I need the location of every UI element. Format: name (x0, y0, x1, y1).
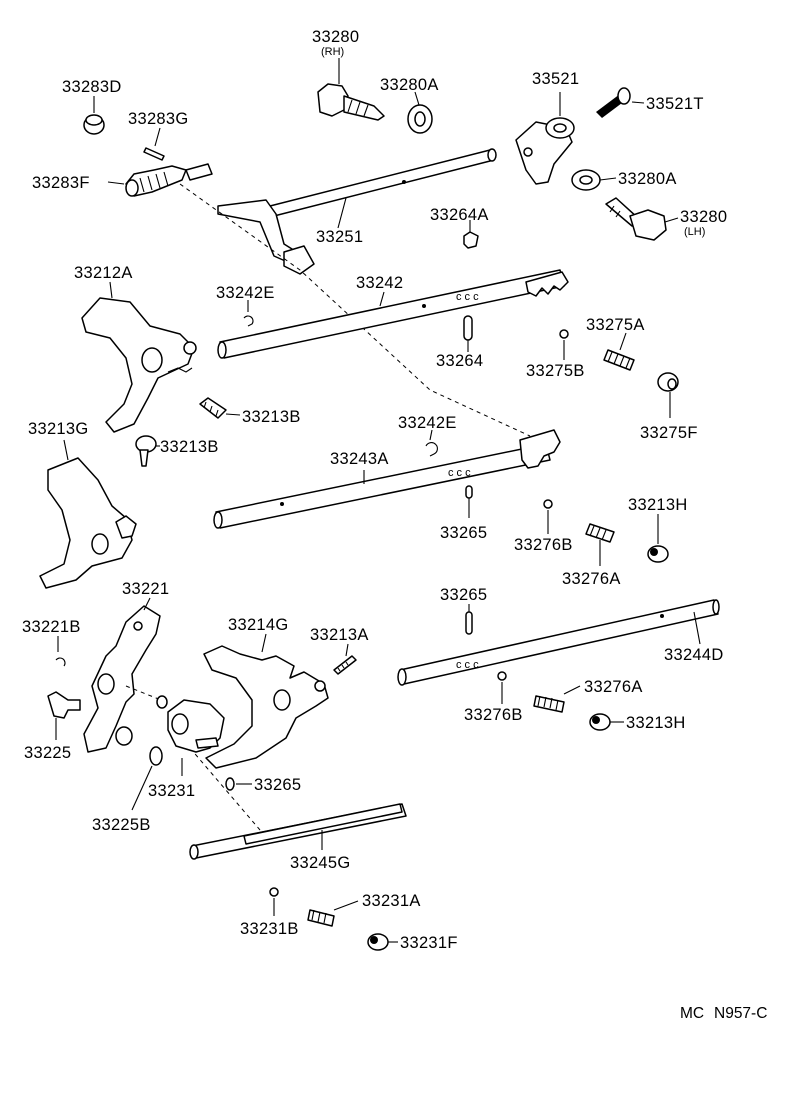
selector-33521 (515, 117, 575, 185)
svg-text:c c c: c c c (448, 467, 471, 479)
pin-33265-c (225, 777, 235, 791)
footer-code-left: MC (680, 1005, 704, 1022)
svg-text:c c c: c c c (456, 659, 479, 671)
label-33225: 33225 (24, 744, 71, 762)
ball-33276b-b (497, 671, 507, 681)
label-33265-c: 33265 (254, 776, 301, 794)
label-33265-b: 33265 (440, 586, 487, 604)
washer-33280a-top (407, 104, 433, 134)
screw-33213b-b (135, 435, 157, 467)
cap-33283d (83, 114, 105, 135)
label-33231: 33231 (148, 782, 195, 800)
label-33221b: 33221B (22, 618, 81, 636)
label-33231b: 33231B (240, 920, 299, 938)
label-33231f: 33231F (400, 934, 458, 952)
label-33264a: 33264A (430, 206, 489, 224)
ball-33275b (559, 329, 569, 339)
shaft-33245g (189, 803, 407, 860)
label-33280-rh-sub: (RH) (321, 46, 344, 58)
pin-33265-b (465, 611, 473, 635)
ball-33276b-a (543, 499, 553, 509)
label-33213h-a: 33213H (628, 496, 688, 514)
label-33283d: 33283D (62, 78, 122, 96)
plug-33213h-a (647, 545, 669, 563)
label-33244d: 33244D (664, 646, 724, 664)
label-33275a: 33275A (586, 316, 645, 334)
shaft-33251 (217, 148, 497, 275)
label-33251: 33251 (316, 228, 363, 246)
label-33213b-b: 33213B (160, 438, 219, 456)
spring-33276a-a (585, 523, 615, 543)
label-33213g: 33213G (28, 420, 89, 438)
plug-33213h-b (589, 713, 611, 731)
label-33280-lh-sub: (LH) (684, 226, 705, 238)
label-33213a: 33213A (310, 626, 369, 644)
label-33214g: 33214G (228, 616, 289, 634)
clip-33221b (55, 657, 66, 667)
label-33283f: 33283F (32, 174, 90, 192)
clip-33242e-a (243, 315, 254, 327)
clip-33242e-b (425, 442, 438, 457)
label-33280a-right: 33280A (618, 170, 677, 188)
label-33283g: 33283G (128, 110, 189, 128)
label-33276b-b: 33276B (464, 706, 523, 724)
screw-33213b-a (199, 397, 227, 419)
plug-33264a (463, 231, 479, 249)
label-33275f: 33275F (640, 424, 698, 442)
pin-33283g (143, 147, 165, 161)
label-33280-rh: 33280 (312, 28, 359, 46)
ball-33231b (269, 887, 279, 897)
fork-33214g (203, 645, 329, 769)
label-33245g: 33245G (290, 854, 351, 872)
rail-33243a: c c c (213, 429, 561, 529)
label-33280a-top: 33280A (380, 76, 439, 94)
pin-33225 (47, 691, 81, 719)
bolt-33280-rh (317, 83, 385, 121)
label-33212a: 33212A (74, 264, 133, 282)
plunger-33283f (125, 163, 213, 197)
label-33276b-a: 33276B (514, 536, 573, 554)
label-33264: 33264 (436, 352, 483, 370)
rail-33242: c c c (217, 269, 569, 359)
spring-33231a (307, 909, 335, 927)
lever-33221 (83, 605, 161, 753)
label-33276a-a: 33276A (562, 570, 621, 588)
spring-33275a (603, 349, 635, 371)
spring-33276a-b (533, 695, 565, 713)
pin-33265-a (465, 485, 473, 499)
label-33242e-a: 33242E (216, 284, 275, 302)
label-33275b: 33275B (526, 362, 585, 380)
label-33213h-b: 33213H (626, 714, 686, 732)
pin-33213a (333, 655, 357, 675)
label-33213b-a: 33213B (242, 408, 301, 426)
label-33280-lh: 33280 (680, 208, 727, 226)
label-33243a: 33243A (330, 450, 389, 468)
label-33221: 33221 (122, 580, 169, 598)
fork-33212a (81, 297, 197, 433)
bolt-33521t (596, 87, 631, 118)
label-33242e-b: 33242E (398, 414, 457, 432)
label-33231a: 33231A (362, 892, 421, 910)
washer-33225b (149, 746, 163, 766)
plug-33275f (657, 372, 679, 392)
label-33276a-b: 33276A (584, 678, 643, 696)
svg-text:c c c: c c c (456, 291, 479, 303)
label-33265-a: 33265 (440, 524, 487, 542)
bolt-33280-lh (605, 197, 667, 241)
label-33242: 33242 (356, 274, 403, 292)
washer-33280a-right (571, 169, 601, 191)
label-33521: 33521 (532, 70, 579, 88)
label-33225b: 33225B (92, 816, 151, 834)
fork-33213g (39, 457, 137, 589)
footer-code-right: N957-C (714, 1005, 767, 1022)
label-33521t: 33521T (646, 95, 704, 113)
rail-33244d: c c c (397, 599, 720, 686)
pin-33264 (463, 315, 473, 341)
plug-33231f (367, 933, 389, 951)
shift-head-33231 (156, 695, 225, 753)
